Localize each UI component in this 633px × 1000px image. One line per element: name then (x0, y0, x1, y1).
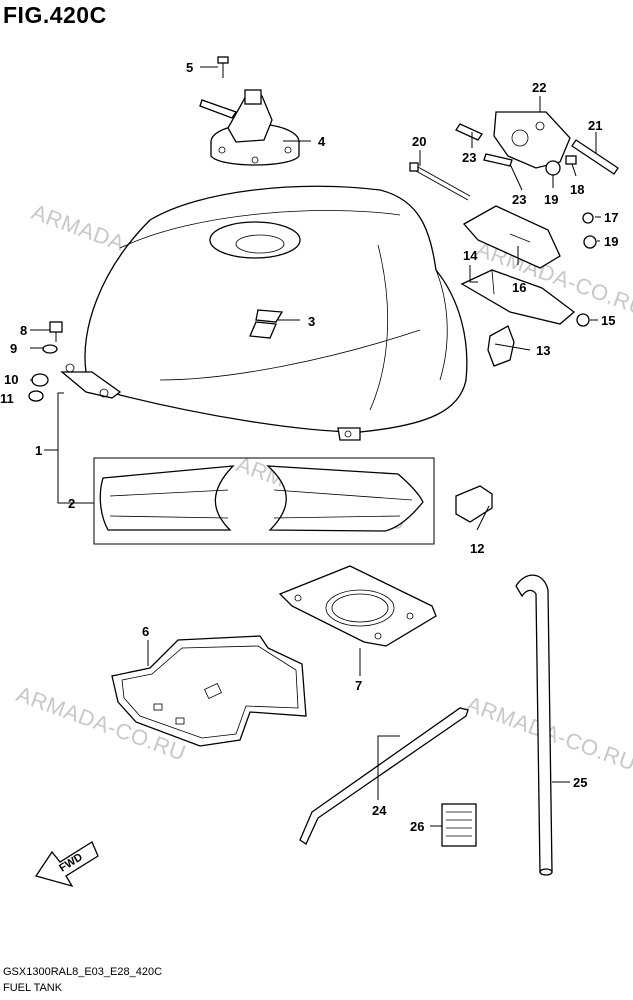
callout-7: 7 (355, 678, 362, 693)
callout-8: 8 (20, 323, 27, 338)
tank-bracket-assy (409, 111, 619, 523)
drain-hose (515, 574, 553, 876)
mounting-hardware-left (28, 321, 63, 402)
callout-23: 23 (462, 150, 476, 165)
callout-19: 19 (544, 192, 558, 207)
callout-20: 20 (412, 134, 426, 149)
fuel-tank (60, 185, 468, 441)
caution-label (441, 803, 477, 847)
callout-18: 18 (570, 182, 584, 197)
diagram-code: GSX1300RAL8_E03_E28_420C (3, 966, 163, 978)
leader-lines (30, 66, 601, 827)
callout-17: 17 (604, 210, 618, 225)
callout-15: 15 (601, 313, 615, 328)
callout-26: 26 (410, 819, 424, 834)
page-title: FIG.420C (3, 2, 107, 28)
callout-2: 2 (68, 496, 75, 511)
callout-12: 12 (470, 541, 484, 556)
fuel-cap (199, 89, 300, 166)
callout-1: 1 (35, 443, 42, 458)
callout-25: 25 (573, 775, 587, 790)
callout-9: 9 (10, 341, 17, 356)
callout-16: 16 (512, 280, 526, 295)
forward-arrow: FWD (34, 841, 99, 888)
callout-13: 13 (536, 343, 550, 358)
callout-14: 14 (463, 248, 478, 263)
callout-10: 10 (4, 372, 18, 387)
callout-21: 21 (588, 118, 602, 133)
callout-22: 22 (532, 80, 546, 95)
heat-shield (111, 635, 307, 747)
prop-rod (299, 707, 469, 845)
callout-24: 24 (372, 803, 387, 818)
callout-19b: 19 (604, 234, 618, 249)
callout-5: 5 (186, 60, 193, 75)
callout-labels: 1 2 3 4 5 6 7 8 9 10 11 12 13 14 15 16 1… (0, 60, 618, 834)
gasket-plate (278, 565, 437, 647)
callout-4: 4 (318, 134, 326, 149)
callout-23b: 23 (512, 192, 526, 207)
bolt-5 (217, 56, 229, 78)
diagram-caption: FUEL TANK (3, 982, 63, 994)
callout-3: 3 (308, 314, 315, 329)
callout-11: 11 (0, 391, 14, 406)
callout-6: 6 (142, 624, 149, 639)
tank-cover-panel (93, 457, 435, 545)
